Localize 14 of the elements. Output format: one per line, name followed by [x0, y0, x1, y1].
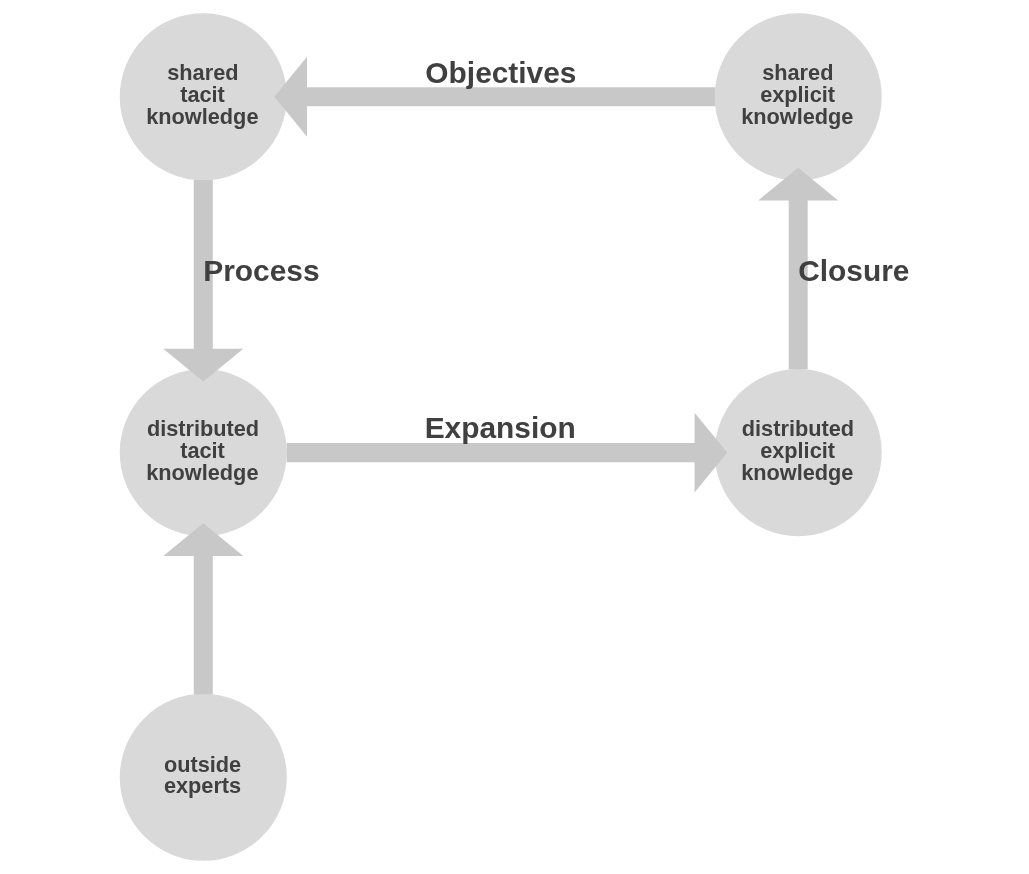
- edge-label: Process: [202, 253, 320, 287]
- arrow: [273, 56, 715, 137]
- node-circle: shared tacit knowledge: [119, 13, 287, 181]
- node-circle: outside experts: [119, 693, 287, 861]
- edge-label: Expansion: [424, 411, 576, 445]
- arrow: [757, 167, 838, 370]
- arrow: [286, 412, 727, 493]
- node-circle: distributed explicit knowledge: [714, 369, 882, 537]
- edge-label: Closure: [797, 253, 909, 287]
- edge-label: Objectives: [424, 55, 576, 89]
- node-circle: distributed tacit knowledge: [119, 369, 287, 537]
- arrow: [162, 523, 243, 695]
- arrow: [162, 180, 243, 382]
- node-circle: shared explicit knowledge: [714, 13, 882, 181]
